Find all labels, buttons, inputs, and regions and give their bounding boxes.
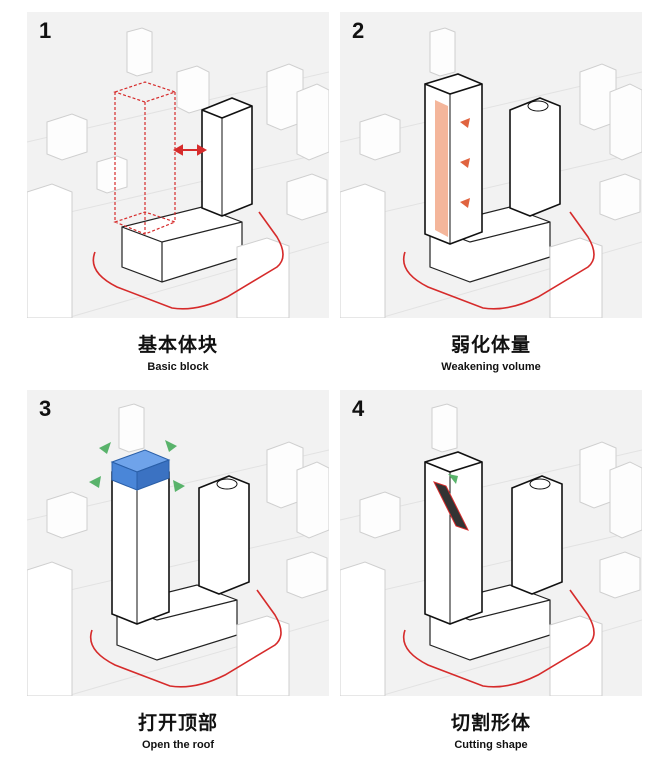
caption-basic-block: 基本体块 Basic block <box>27 330 329 373</box>
caption-title-en: Basic block <box>147 361 209 373</box>
diagram-cutting-shape <box>340 390 642 696</box>
step-number: 4 <box>352 396 365 421</box>
step-number: 3 <box>39 396 52 421</box>
diagram-weakening-volume <box>340 12 642 318</box>
step-number: 1 <box>39 18 52 43</box>
caption-title-en: Weakening volume <box>441 361 541 373</box>
caption-open-the-roof: 打开顶部 Open the roof <box>27 708 329 751</box>
caption-title-en: Open the roof <box>141 739 215 751</box>
panel-weakening-volume: 2 弱化体量 Weakening volume <box>340 12 642 373</box>
step-number: 2 <box>352 18 365 43</box>
caption-title-en: Cutting shape <box>454 739 528 751</box>
panel-cutting-shape: 4 切割形体 Cutting shape <box>340 390 642 751</box>
panel-basic-block: 1 基本体块 Basic block <box>27 12 329 373</box>
diagram-open-the-roof <box>27 390 329 696</box>
caption-title-zh: 弱化体量 <box>450 334 531 356</box>
panel-open-the-roof: 3 打开顶部 Open the roof <box>27 390 329 751</box>
caption-cutting-shape: 切割形体 Cutting shape <box>340 708 642 751</box>
caption-title-zh: 打开顶部 <box>137 712 218 734</box>
caption-title-zh: 切割形体 <box>450 712 531 734</box>
caption-title-zh: 基本体块 <box>137 334 218 356</box>
caption-weakening-volume: 弱化体量 Weakening volume <box>340 330 642 373</box>
diagram-basic-block <box>27 12 329 318</box>
